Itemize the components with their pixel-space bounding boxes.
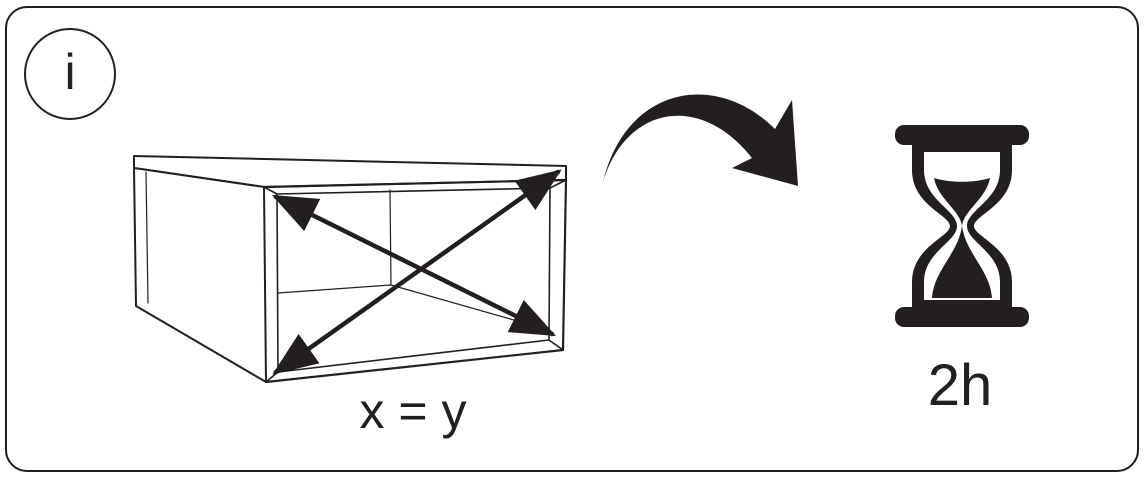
info-icon: i — [24, 28, 116, 120]
diagonal-arrow-1 — [271, 194, 557, 337]
info-badge-letter: i — [64, 44, 76, 100]
diagonal-arrow-2 — [272, 169, 562, 375]
cabinet-diagonals-icon — [133, 155, 568, 384]
hourglass-icon — [895, 125, 1029, 327]
cabinet-body — [133, 155, 568, 384]
drying-time-caption: 2h — [927, 353, 993, 418]
hourglass-bottom-cap — [895, 307, 1029, 327]
hourglass-top-cap — [895, 125, 1029, 145]
curved-arrow-right-icon — [603, 94, 798, 186]
diagonal-equality-caption: x = y — [359, 383, 467, 439]
